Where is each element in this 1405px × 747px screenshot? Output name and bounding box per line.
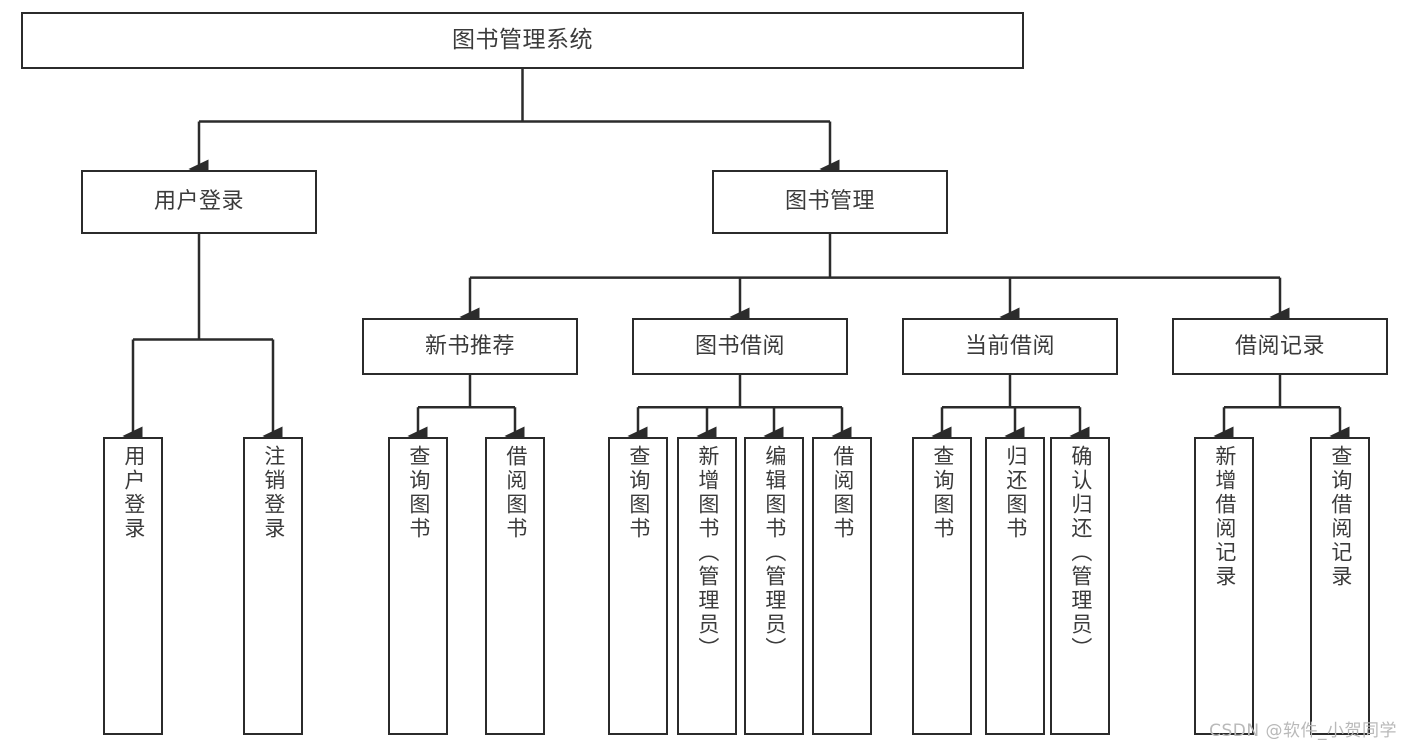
node-label: 查询图书: [930, 445, 955, 541]
watermark: CSDN @软件_小贺同学: [1209, 721, 1397, 741]
leaf-user-logout[interactable]: 注销登录: [243, 437, 303, 735]
node-current-borrow[interactable]: 当前借阅: [902, 318, 1118, 375]
node-label: 图书管理: [784, 189, 875, 215]
leaf-edit-book[interactable]: 编辑图书（管理员）: [744, 437, 804, 735]
leaf-add-book[interactable]: 新增图书（管理员）: [677, 437, 737, 735]
leaf-query-borrow-record[interactable]: 查询借阅记录: [1310, 437, 1370, 735]
node-label: 编辑图书（管理员）: [762, 445, 787, 661]
node-label: 用户登录: [121, 445, 146, 541]
node-label: 新增借阅记录: [1212, 445, 1237, 589]
leaf-borrow-book-2[interactable]: 借阅图书: [812, 437, 872, 735]
leaf-query-book-3[interactable]: 查询图书: [912, 437, 972, 735]
node-label: 归还图书: [1003, 445, 1028, 541]
node-label: 查询图书: [406, 445, 431, 541]
node-label: 当前借阅: [964, 333, 1055, 359]
leaf-add-borrow-record[interactable]: 新增借阅记录: [1194, 437, 1254, 735]
node-label: 确认归还（管理员）: [1068, 445, 1093, 661]
node-label: 借阅图书: [503, 445, 528, 541]
node-label: 查询借阅记录: [1328, 445, 1353, 589]
node-book-manage[interactable]: 图书管理: [712, 170, 948, 234]
leaf-query-book-2[interactable]: 查询图书: [608, 437, 668, 735]
node-label: 注销登录: [261, 445, 286, 541]
node-user-login[interactable]: 用户登录: [81, 170, 317, 234]
leaf-borrow-book-1[interactable]: 借阅图书: [485, 437, 545, 735]
node-borrow-record[interactable]: 借阅记录: [1172, 318, 1388, 375]
leaf-return-book[interactable]: 归还图书: [985, 437, 1045, 735]
leaf-user-login[interactable]: 用户登录: [103, 437, 163, 735]
node-label: 借阅图书: [830, 445, 855, 541]
node-label: 借阅记录: [1234, 333, 1325, 359]
node-label: 图书借阅: [694, 333, 785, 359]
node-book-borrow[interactable]: 图书借阅: [632, 318, 848, 375]
node-label: 用户登录: [153, 189, 244, 215]
node-label: 查询图书: [626, 445, 651, 541]
leaf-query-book-1[interactable]: 查询图书: [388, 437, 448, 735]
node-label: 新增图书（管理员）: [695, 445, 720, 661]
node-root[interactable]: 图书管理系统: [21, 12, 1024, 69]
node-label: 图书管理系统: [452, 27, 593, 54]
leaf-confirm-return[interactable]: 确认归还（管理员）: [1050, 437, 1110, 735]
node-new-book-recommend[interactable]: 新书推荐: [362, 318, 578, 375]
node-label: 新书推荐: [424, 333, 515, 359]
